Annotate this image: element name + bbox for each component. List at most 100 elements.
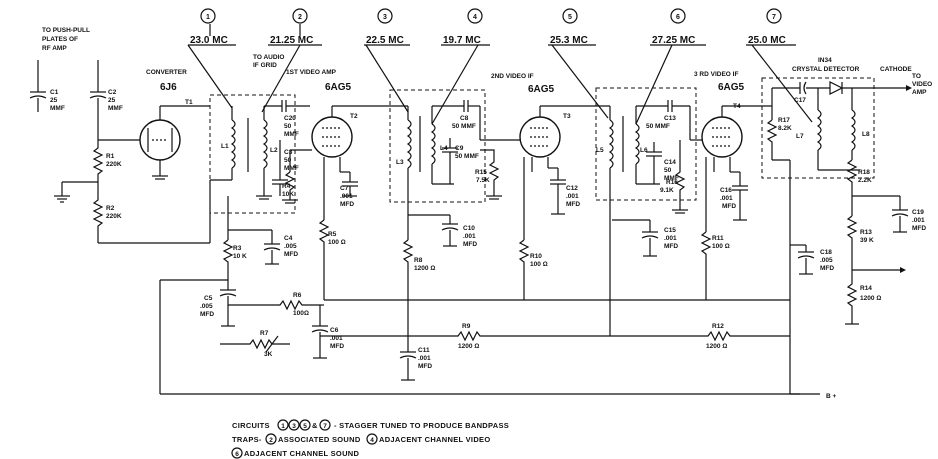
svg-text:C16: C16 [720, 187, 732, 194]
svg-text:100 Ω: 100 Ω [530, 261, 548, 268]
svg-text:50: 50 [284, 123, 292, 130]
circuit-number: 7 [772, 14, 776, 21]
label-c12: C12 .001 MFD [566, 185, 580, 208]
svg-text:C6: C6 [330, 327, 339, 334]
label-l8: L8 [862, 131, 870, 138]
svg-text:C15: C15 [664, 227, 676, 234]
label-l2: L2 [270, 147, 278, 154]
tube-6j6 [139, 105, 210, 180]
label-c19: C19 .001 MFD [912, 209, 926, 232]
svg-text:C12: C12 [566, 185, 578, 192]
label-c17: C17 [794, 97, 806, 104]
svg-text:R13: R13 [860, 229, 872, 236]
svg-text:MFD: MFD [664, 243, 678, 250]
svg-text:1200 Ω: 1200 Ω [414, 265, 435, 272]
svg-text:100Ω: 100Ω [293, 310, 309, 317]
svg-text:R16: R16 [666, 179, 678, 186]
label-c4: C4 .005 MFD [284, 235, 298, 258]
label-c1: C1 25 MMF [50, 89, 65, 112]
svg-text:.005: .005 [284, 243, 297, 250]
label-r13: R13 39 K [860, 229, 874, 244]
svg-text:R10: R10 [530, 253, 542, 260]
transformer-t1 [210, 100, 310, 200]
svg-text:4: 4 [370, 437, 374, 444]
svg-text:C9: C9 [455, 145, 464, 152]
svg-text:10K: 10K [282, 191, 294, 198]
circuit-callout-6: 6 27.25 MC [635, 8, 706, 125]
svg-text:R3: R3 [233, 245, 242, 252]
detector-section [766, 81, 912, 325]
svg-text:TO: TO [912, 73, 921, 80]
svg-text:R5: R5 [328, 231, 337, 238]
legend-row2-text-a: ASSOCIATED SOUND [278, 435, 361, 444]
legend: CIRCUITS 1 3 5 & 7 - STAGGER TUNED TO PR… [231, 419, 509, 459]
shield-box-t3 [595, 87, 697, 201]
circuit-number: 1 [206, 14, 210, 21]
tube-type: 6AG5 [528, 84, 555, 95]
svg-text:3: 3 [292, 423, 296, 430]
circuit-callout-7: 7 25.0 MC [746, 8, 813, 123]
svg-text:.001: .001 [330, 335, 343, 342]
label-c9: C9 50 MMF [455, 145, 479, 160]
svg-text:R15: R15 [475, 169, 487, 176]
label-l5: L5 [596, 147, 604, 154]
resistor-r5 [318, 219, 330, 300]
rf-amp-note: TO PUSH-PULL PLATES OF RF AMP [42, 27, 90, 52]
circuit-callout-4: 4 19.7 MC [431, 8, 490, 125]
circuit-frequency: 21.25 MC [270, 35, 313, 46]
label-l4: L4 [440, 145, 448, 152]
label-c14: C14 50 MMF [664, 159, 679, 182]
svg-text:100 Ω: 100 Ω [328, 239, 346, 246]
svg-text:MFD: MFD [722, 203, 736, 210]
circuit-callout-5: 5 25.3 MC [548, 8, 609, 119]
label-c8: C8 50 MMF [452, 115, 476, 130]
video-amp-note: TO VIDEO AMP [912, 73, 932, 96]
transformer-t3 [608, 100, 691, 336]
label-l1: L1 [221, 143, 229, 150]
circuit-number: 3 [383, 14, 387, 21]
label-r7: R7 3K [260, 330, 273, 358]
svg-text:R9: R9 [462, 323, 471, 330]
svg-text:R17: R17 [778, 117, 790, 124]
circuit-frequency: 19.7 MC [443, 35, 481, 46]
transformer-label: T3 [563, 113, 571, 120]
label-c20: C20 50 MMF [284, 115, 299, 138]
svg-text:R12: R12 [712, 323, 724, 330]
svg-text:MFD: MFD [912, 225, 926, 232]
svg-text:IN34: IN34 [818, 57, 832, 64]
transformer-t2 [406, 100, 502, 240]
label-r11: R11 100 Ω [712, 235, 730, 250]
svg-text:.005: .005 [200, 303, 213, 310]
svg-text:.001: .001 [912, 217, 925, 224]
svg-text:C18: C18 [820, 249, 832, 256]
svg-text:VIDEO: VIDEO [912, 81, 932, 88]
label-l3: L3 [396, 159, 404, 166]
svg-text:100 Ω: 100 Ω [712, 243, 730, 250]
svg-text:9.1K: 9.1K [660, 187, 674, 194]
svg-text:TO PUSH-PULL: TO PUSH-PULL [42, 27, 90, 34]
circuit-callout-2: 2 21.25 MC [261, 8, 322, 113]
circuit-number: 2 [298, 14, 302, 21]
label-c18: C18 .005 MFD [820, 249, 834, 272]
legend-row1-text: - STAGGER TUNED TO PRODUCE BANDPASS [334, 421, 509, 430]
circuit-callout-3: 3 22.5 MC [364, 8, 410, 113]
circuit-frequency: 27.25 MC [652, 35, 695, 46]
label-r9: R9 1200 Ω [458, 323, 479, 350]
tube-type: 6AG5 [325, 82, 352, 93]
svg-text:1200 Ω: 1200 Ω [706, 343, 727, 350]
svg-text:MMF: MMF [284, 165, 299, 172]
transformer-label: T2 [350, 113, 358, 120]
svg-text:R1: R1 [106, 153, 115, 160]
svg-text:220K: 220K [106, 161, 122, 168]
transformer-label: T1 [185, 99, 193, 106]
svg-text:6: 6 [235, 451, 239, 458]
label-c2: C2 25 MMF [108, 89, 123, 112]
label-l6: L6 [640, 147, 648, 154]
detector-note: IN34 CRYSTAL DETECTOR CATHODE [792, 57, 912, 73]
svg-text:.001: .001 [664, 235, 677, 242]
svg-text:25: 25 [50, 97, 58, 104]
svg-text:50: 50 [284, 157, 292, 164]
svg-text:39 K: 39 K [860, 237, 874, 244]
svg-text:7: 7 [323, 423, 327, 430]
svg-text:C19: C19 [912, 209, 924, 216]
